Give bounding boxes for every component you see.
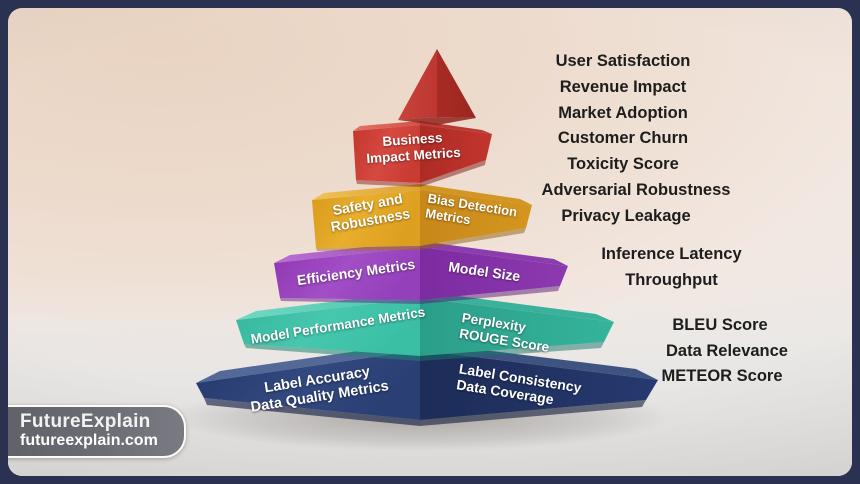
annotations-business-group: User Satisfaction Revenue Impact Market … (478, 49, 768, 230)
level-right-face (420, 247, 568, 300)
annotation-item: Privacy Leakage (561, 206, 691, 225)
annotation-item: BLEU Score (672, 316, 768, 334)
watermark-badge: FutureExplain futureexplain.com (8, 405, 186, 458)
level-left-face (196, 350, 420, 420)
watermark-brand: FutureExplain (20, 411, 151, 433)
annotation-item: Customer Churn (557, 129, 689, 148)
pyramid-graphic (170, 49, 670, 451)
pyramid-level-safety-robustness (312, 184, 532, 251)
annotation-item: User Satisfaction (555, 52, 691, 70)
annotation-item: METEOR Score (661, 367, 783, 385)
level-right-face (420, 190, 532, 246)
annotations-efficiency-group: Inference Latency Throughput (564, 241, 779, 293)
level-right-face (420, 298, 614, 356)
level-right-face (420, 350, 658, 420)
annotations-performance-group: BLEU Score Data Relevance METEOR Score (620, 313, 820, 390)
level-right-face (420, 125, 492, 183)
annotation-item: Toxicity Score (567, 155, 679, 174)
pyramid-level-model-performance (236, 291, 614, 361)
level-left-face (353, 125, 420, 183)
level-left-face (312, 190, 420, 248)
annotation-item: Adversarial Robustness (541, 180, 731, 199)
level-left-face (274, 247, 420, 300)
watermark-url: futureexplain.com (20, 432, 158, 450)
illustration-canvas: Business Impact Metrics Safety and Robus… (8, 8, 852, 476)
pyramid-level-business-impact (353, 121, 492, 187)
annotation-item: Throughput (625, 271, 718, 289)
level-left-face (236, 298, 420, 356)
pyramid-apex (398, 49, 476, 125)
annotation-item: Inference Latency (601, 245, 742, 263)
annotation-item: Market Adoption (558, 103, 688, 122)
annotation-item: Revenue Impact (559, 77, 687, 96)
annotation-item: Data Relevance (666, 341, 788, 360)
